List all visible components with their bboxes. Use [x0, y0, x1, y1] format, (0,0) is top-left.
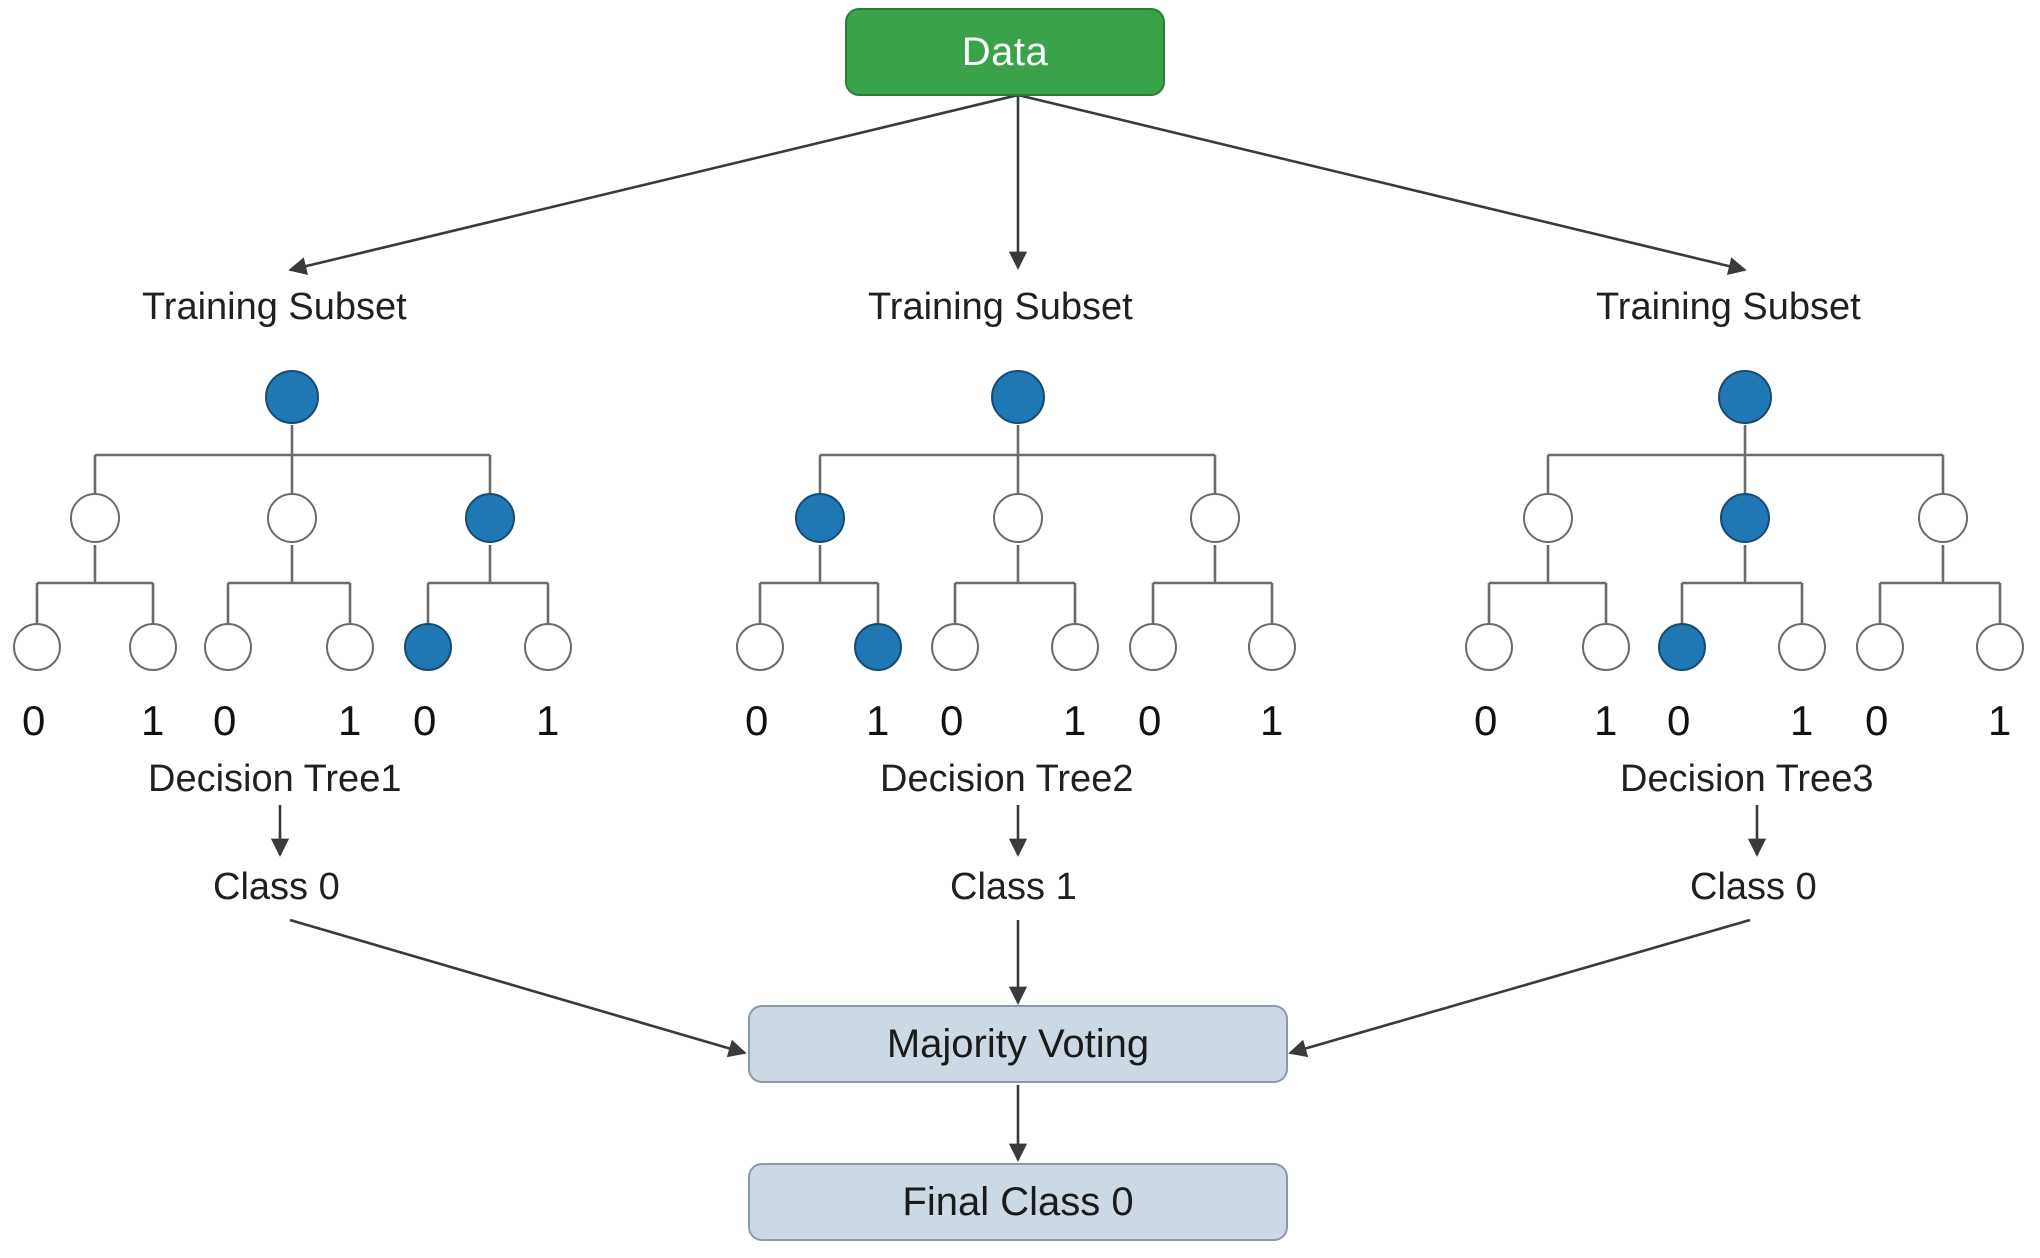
- training-subset-label-1: Training Subset: [142, 286, 407, 328]
- edge-class3-to-voting: [1288, 918, 1751, 1058]
- tree3-mid-node-3[interactable]: [1918, 493, 1968, 543]
- tree3-leaf-digit-1: 0: [1474, 697, 1498, 744]
- tree1-leaf-digit-6: 1: [536, 697, 560, 744]
- tree2-leaf-node-5[interactable]: [1129, 623, 1177, 671]
- tree2-mid-node-3[interactable]: [1190, 493, 1240, 543]
- tree2-leaf-node-1[interactable]: [736, 623, 784, 671]
- data-box-label: Data: [961, 30, 1049, 74]
- tree3-mid-node-2[interactable]: [1720, 493, 1770, 543]
- tree1-leaf-node-3[interactable]: [204, 623, 252, 671]
- tree1-leaf-node-6[interactable]: [524, 623, 572, 671]
- tree1-leaf-node-1[interactable]: [13, 623, 61, 671]
- tree3-leaf-digit-3: 0: [1667, 697, 1691, 744]
- decision-tree-label-3: Decision Tree3: [1620, 758, 1874, 800]
- tree1-leaf-digit-1: 0: [22, 697, 46, 744]
- class-label-2: Class 1: [950, 866, 1077, 908]
- tree2-leaf-node-3[interactable]: [931, 623, 979, 671]
- tree2-root-node[interactable]: [991, 370, 1045, 424]
- majority-voting-label: Majority Voting: [886, 1022, 1150, 1066]
- tree2-mid-node-1[interactable]: [795, 493, 845, 543]
- training-subset-label-2: Training Subset: [868, 286, 1133, 328]
- tree1-leaf-node-2[interactable]: [129, 623, 177, 671]
- tree3-leaf-node-5[interactable]: [1856, 623, 1904, 671]
- tree3-mid-node-1[interactable]: [1523, 493, 1573, 543]
- tree1-leaf-digit-5: 0: [413, 697, 437, 744]
- tree1-root-node[interactable]: [265, 370, 319, 424]
- tree1-leaf-node-5[interactable]: [404, 623, 452, 671]
- majority-voting-box[interactable]: Majority Voting: [748, 1005, 1288, 1083]
- edge-class1-to-voting: [289, 918, 747, 1058]
- tree3-leaf-node-3[interactable]: [1658, 623, 1706, 671]
- tree3-leaf-digit-5: 0: [1865, 697, 1889, 744]
- tree1-mid-node-1[interactable]: [70, 493, 120, 543]
- tree1-leaf-digit-2: 1: [141, 697, 165, 744]
- tree2-leaf-node-6[interactable]: [1248, 623, 1296, 671]
- tree1-leaf-digit-3: 0: [213, 697, 237, 744]
- tree3-root-node[interactable]: [1718, 370, 1772, 424]
- tree1-mid-node-2[interactable]: [267, 493, 317, 543]
- tree2-leaf-node-2[interactable]: [854, 623, 902, 671]
- tree3-leaf-node-2[interactable]: [1582, 623, 1630, 671]
- tree2-mid-node-2[interactable]: [993, 493, 1043, 543]
- tree3-leaf-digit-2: 1: [1594, 697, 1618, 744]
- tree2-leaf-digit-2: 1: [866, 697, 890, 744]
- data-box[interactable]: Data: [845, 8, 1165, 96]
- final-class-label: Final Class 0: [902, 1180, 1134, 1224]
- tree3-leaf-digit-4: 1: [1790, 697, 1814, 744]
- tree2-leaf-digit-1: 0: [745, 697, 769, 744]
- edge-data-to-subset-1: [288, 93, 1019, 276]
- tree3-leaf-node-6[interactable]: [1976, 623, 2024, 671]
- final-class-box[interactable]: Final Class 0: [748, 1163, 1288, 1241]
- class-label-1: Class 0: [213, 866, 340, 908]
- tree3-leaf-digit-6: 1: [1988, 697, 2012, 744]
- tree1-leaf-digit-4: 1: [338, 697, 362, 744]
- class-label-3: Class 0: [1690, 866, 1817, 908]
- tree2-leaf-digit-3: 0: [940, 697, 964, 744]
- training-subset-label-3: Training Subset: [1596, 286, 1861, 328]
- tree3-leaf-node-4[interactable]: [1778, 623, 1826, 671]
- tree2-leaf-node-4[interactable]: [1051, 623, 1099, 671]
- tree2-leaf-digit-5: 0: [1138, 697, 1162, 744]
- tree3-leaf-node-1[interactable]: [1465, 623, 1513, 671]
- edge-data-to-subset-3: [1017, 93, 1747, 276]
- tree2-leaf-digit-4: 1: [1063, 697, 1087, 744]
- tree1-leaf-node-4[interactable]: [326, 623, 374, 671]
- tree2-leaf-digit-6: 1: [1260, 697, 1284, 744]
- decision-tree-label-1: Decision Tree1: [148, 758, 402, 800]
- decision-tree-label-2: Decision Tree2: [880, 758, 1134, 800]
- tree1-mid-node-3[interactable]: [465, 493, 515, 543]
